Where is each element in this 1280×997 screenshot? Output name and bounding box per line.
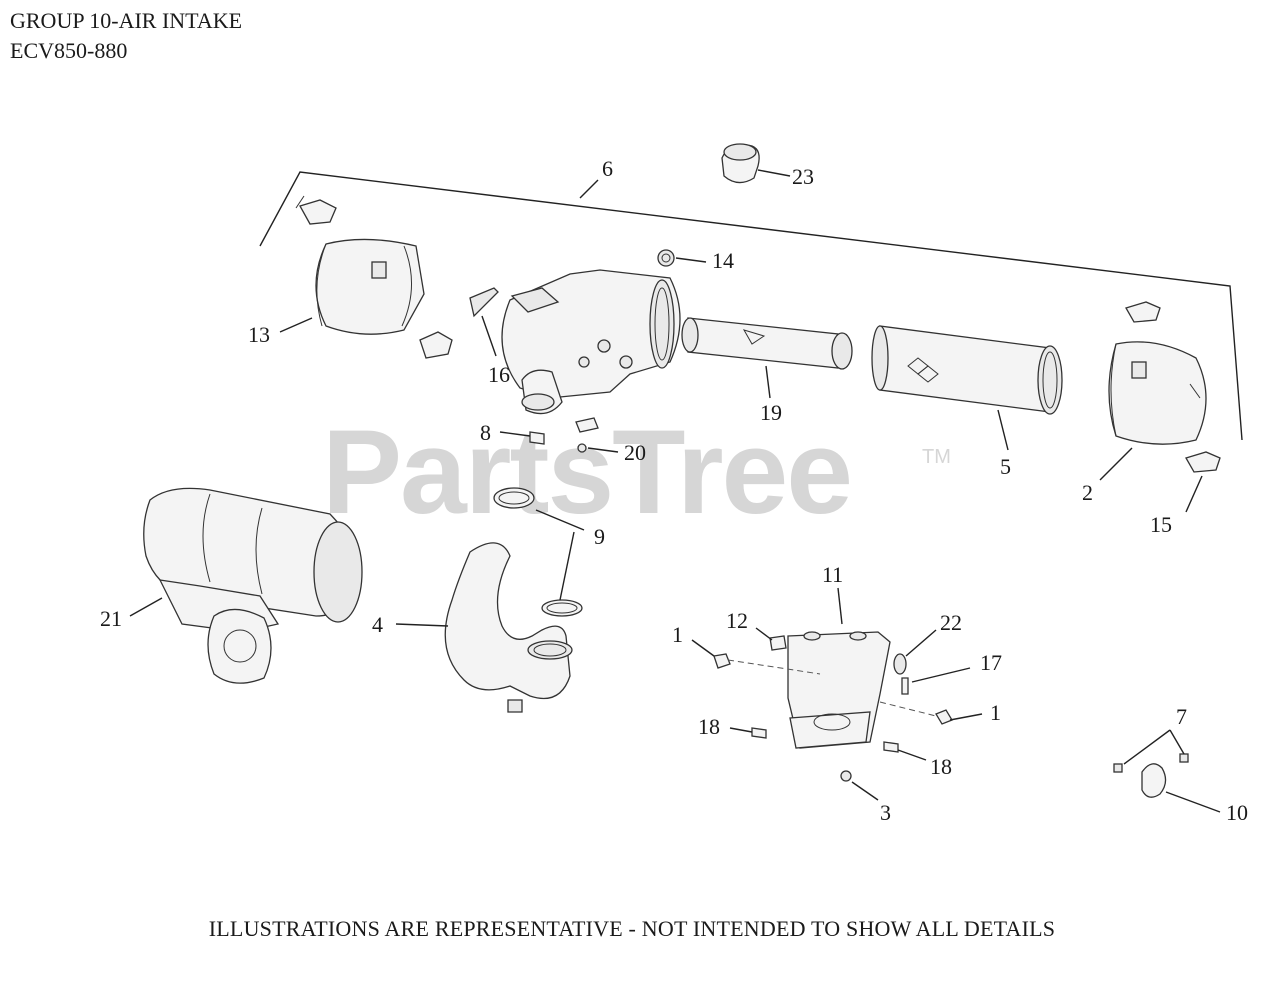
part-16-gasket[interactable] [469,287,499,318]
part-14-grommet[interactable] [657,249,675,267]
callout-4: 4 [372,612,383,637]
callout-labels: 6 23 14 13 16 19 5 2 15 8 20 9 21 4 11 1… [100,156,1248,825]
callout-21: 21 [100,606,122,631]
callout-18-right: 18 [930,754,952,779]
part-15-clip-top-right[interactable] [1125,301,1161,323]
part-3-nut[interactable] [840,770,852,782]
callout-11: 11 [822,562,843,587]
part-13-end-cap[interactable] [315,238,425,335]
callout-7: 7 [1176,704,1187,729]
part-1-bolt-right[interactable] [935,709,953,725]
callout-10: 10 [1226,800,1248,825]
part-15-clip-right[interactable] [1185,451,1221,473]
part-15-clip-lower-left[interactable] [419,331,453,359]
callout-16: 16 [488,362,510,387]
part-18-screw-left[interactable] [751,727,767,739]
callout-3: 3 [880,800,891,825]
callout-22: 22 [940,610,962,635]
part-20-screw[interactable] [577,443,587,453]
part-9-clamp-upper[interactable] [493,487,535,509]
assembly-bracket-lines [259,171,1243,441]
part-2-cover[interactable] [1108,341,1207,445]
callout-2: 2 [1082,480,1093,505]
part-23-cap[interactable] [721,143,760,184]
part-22-grommet[interactable] [893,653,907,675]
part-4-elbow-hose[interactable] [444,542,573,713]
callout-1-left: 1 [672,622,683,647]
callout-1-right: 1 [990,700,1001,725]
part-19-inner-filter[interactable] [681,317,853,370]
part-12-clip[interactable] [769,635,787,651]
part-7-clip-right[interactable] [1179,753,1189,763]
title-line-model: ECV850-880 [10,38,128,63]
diagram-title: GROUP 10-AIR INTAKE ECV850-880 [10,6,242,66]
callout-23: 23 [792,164,814,189]
callout-14: 14 [712,248,734,273]
part-21-air-cleaner-assembly[interactable] [143,487,363,684]
callout-5: 5 [1000,454,1011,479]
part-18-screw-right[interactable] [883,741,899,753]
title-line-group: GROUP 10-AIR INTAKE [10,8,243,33]
part-sensor [575,417,599,433]
part-9-clamp-lower[interactable] [541,599,583,617]
callout-6: 6 [602,156,613,181]
part-10-strap[interactable] [1141,763,1167,798]
watermark-tm: TM [922,446,951,468]
disclaimer-note: ILLUSTRATIONS ARE REPRESENTATIVE - NOT I… [208,916,1056,941]
callout-8: 8 [480,420,491,445]
part-11-mounting-bracket[interactable] [787,631,891,749]
part-5-outer-filter[interactable] [871,325,1063,415]
part-8-nipple[interactable] [529,431,545,445]
callout-19: 19 [760,400,782,425]
part-6-air-cleaner-base[interactable] [501,269,681,415]
part-1-bolt-left[interactable] [713,653,731,669]
callout-15: 15 [1150,512,1172,537]
leader-lines [129,169,1221,813]
callout-12: 12 [726,608,748,633]
callout-13: 13 [248,322,270,347]
callout-17: 17 [980,650,1002,675]
callout-20: 20 [624,440,646,465]
watermark-logo: PartsTree [322,405,853,539]
callout-18-left: 18 [698,714,720,739]
part-15-clip-upper[interactable] [295,195,337,225]
part-17-bolt[interactable] [901,677,909,695]
dash-lines [727,659,937,717]
part-7-clip-left[interactable] [1113,763,1123,773]
callout-9: 9 [594,524,605,549]
